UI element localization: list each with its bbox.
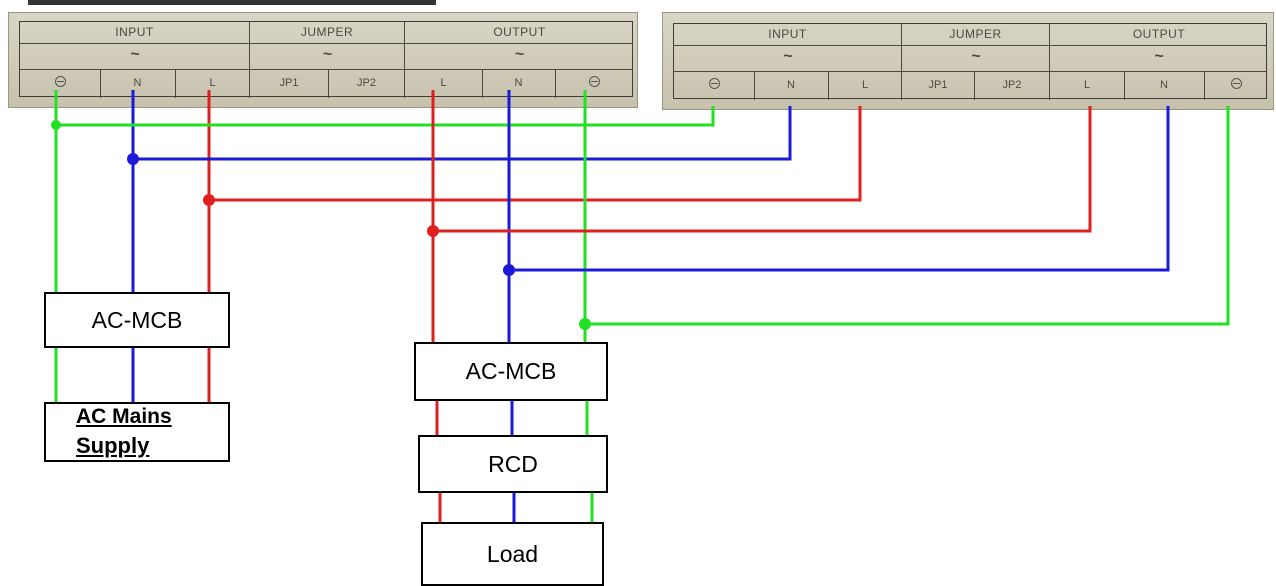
left-output-n-terminal: N	[514, 77, 523, 89]
ac-mains-label-line2: Supply	[76, 433, 150, 458]
right-output-header: OUTPUT	[1132, 27, 1186, 41]
left-input-header: INPUT	[115, 25, 154, 39]
left-terminal-panel: INPUT JUMPER OUTPUT ~ ~ ~ N L JP1 JP2	[8, 12, 638, 108]
wire-earth-link-output	[585, 106, 1230, 326]
right-input-l-terminal: L	[861, 79, 869, 91]
right-output-ac-symbol: ~	[1154, 48, 1164, 65]
left-jp1-terminal: JP1	[279, 77, 299, 89]
right-jumper-section: JUMPER	[902, 24, 1050, 100]
right-input-header: INPUT	[768, 27, 807, 41]
earth-icon	[589, 76, 600, 87]
right-terminal-panel: INPUT JUMPER OUTPUT ~ ~ ~ N L JP1 JP2 L	[662, 12, 1274, 110]
right-ac-mcb-label: AC-MCB	[465, 358, 557, 384]
left-output-ac-symbol: ~	[514, 46, 525, 63]
right-output-earth-terminal	[1204, 76, 1268, 94]
wire-neutral-link-output	[509, 106, 1170, 272]
left-output-earth-terminal	[555, 74, 634, 92]
right-output-n-terminal: N	[1160, 79, 1168, 91]
left-ac-mcb-label: AC-MCB	[91, 307, 183, 333]
left-input-section: INPUT	[20, 22, 250, 98]
load-box: Load	[421, 522, 604, 586]
junction-earth-input	[51, 120, 61, 130]
right-output-l-terminal: L	[1083, 79, 1091, 91]
left-input-n-terminal: N	[133, 77, 142, 89]
left-input-l-terminal: L	[209, 77, 216, 89]
left-output-section: OUTPUT	[405, 22, 634, 98]
wire-live-link-input	[209, 106, 862, 202]
rcd-label: RCD	[488, 451, 538, 477]
right-input-n-terminal: N	[787, 79, 795, 91]
rcd-box: RCD	[418, 435, 608, 493]
left-jp2-terminal: JP2	[357, 77, 376, 89]
junction-earth-output	[579, 318, 591, 330]
photo-top-strip	[28, 0, 436, 5]
left-input-ac-symbol: ~	[130, 46, 140, 63]
wire-earth-link-input	[56, 106, 715, 127]
junction-live-input	[203, 194, 215, 206]
right-output-section: OUTPUT	[1050, 24, 1268, 100]
earth-icon	[708, 78, 720, 89]
right-jumper-ac-symbol: ~	[971, 48, 981, 65]
junction-neutral-output	[503, 264, 515, 276]
left-output-l-terminal: L	[440, 77, 447, 89]
left-output-header: OUTPUT	[493, 25, 546, 39]
left-input-earth-terminal	[20, 74, 100, 92]
right-jumper-header: JUMPER	[949, 27, 1002, 41]
right-jp2-terminal: JP2	[1002, 79, 1022, 91]
right-input-earth-terminal	[674, 76, 754, 94]
right-ac-mcb-box: AC-MCB	[414, 342, 608, 401]
ac-mains-supply-box: AC Mains Supply	[44, 402, 230, 462]
right-jp1-terminal: JP1	[928, 79, 948, 91]
right-input-section: INPUT	[674, 24, 902, 100]
right-input-ac-symbol: ~	[783, 48, 793, 65]
earth-icon	[54, 76, 66, 87]
left-jumper-header: JUMPER	[300, 25, 354, 39]
wire-live-link-output	[433, 106, 1092, 233]
junction-live-output	[427, 225, 439, 237]
junction-neutral-input	[127, 153, 139, 165]
left-jumper-ac-symbol: ~	[322, 46, 333, 63]
left-ac-mcb-box: AC-MCB	[44, 292, 230, 348]
left-jumper-section: JUMPER	[250, 22, 405, 98]
load-label: Load	[486, 541, 539, 567]
wire-neutral-link-input	[133, 106, 792, 161]
earth-icon	[1230, 78, 1242, 89]
ac-mains-label-line1: AC Mains	[76, 405, 172, 428]
